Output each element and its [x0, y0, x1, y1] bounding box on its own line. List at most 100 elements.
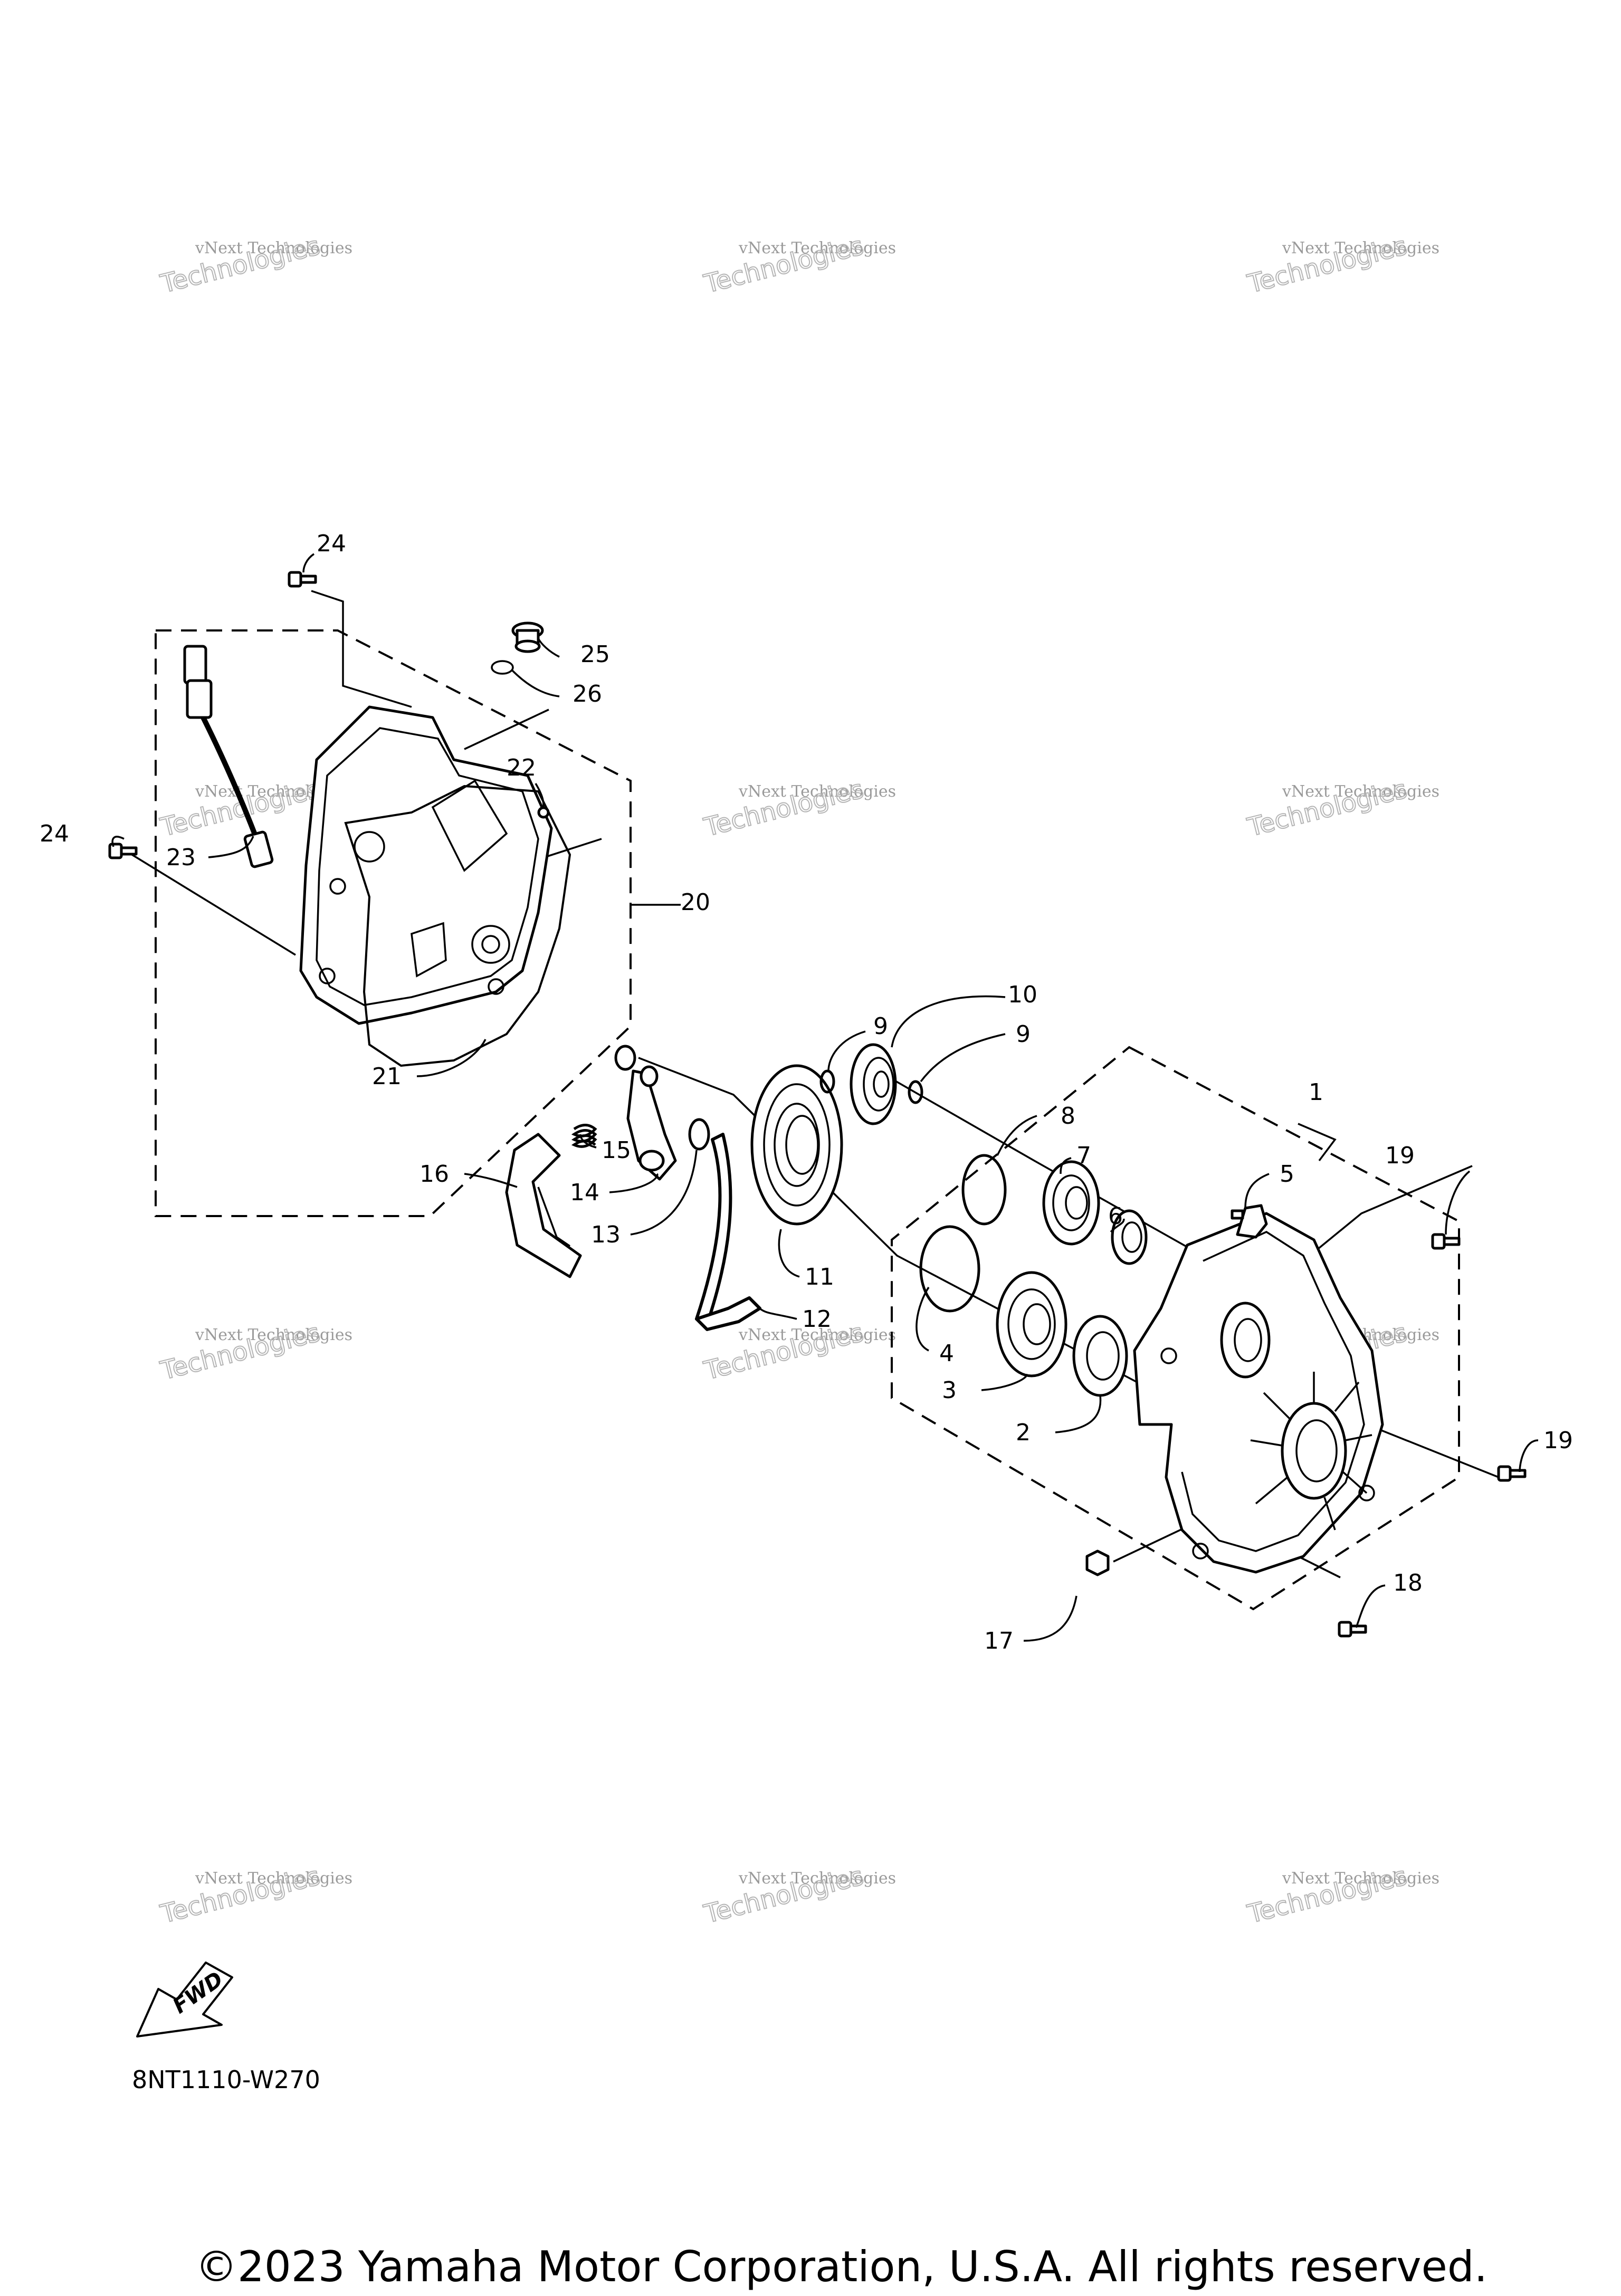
connector: [183, 645, 207, 685]
circlip-9-right: [908, 1080, 923, 1104]
case-fins: [1250, 1372, 1372, 1530]
watermark: vNext Technologies Technologies: [1244, 1861, 1439, 1930]
cover-gasket: [344, 785, 571, 1067]
cover-body: [299, 705, 553, 1025]
watermark: vNext Technologies Technologies: [700, 1861, 896, 1930]
cover-tab: [319, 968, 336, 984]
callout-23: 23: [166, 844, 196, 871]
copyright-notice: ©2023 Yamaha Motor Corporation, U.S.A. A…: [195, 2242, 1488, 2291]
callout-14: 14: [570, 1179, 599, 1206]
callout-11: 11: [805, 1264, 834, 1290]
case-flange: [1181, 1231, 1365, 1552]
connector-body: [186, 679, 213, 719]
callout-9-left: 9: [873, 1013, 888, 1040]
cover-tab: [329, 878, 346, 895]
callout-9-right: 9: [1016, 1021, 1031, 1048]
watermark: vNext Technologies Technologies: [700, 231, 896, 300]
watermark-text: vNext Technologies: [195, 239, 352, 257]
drive-chain-12: [695, 1133, 761, 1331]
cover-tab: [488, 978, 504, 995]
case-assembly-box: [891, 1046, 1460, 1611]
pin-22: [537, 806, 550, 819]
cover-rib: [431, 779, 508, 872]
speed-sensor-wire: [183, 645, 274, 868]
case-bolt-hole: [1192, 1543, 1209, 1560]
diagram-code: 8NT1110-W270: [132, 2065, 320, 2094]
callout-24-top: 24: [317, 530, 346, 557]
breather-fitting-5: [1231, 1204, 1268, 1239]
callout-3: 3: [942, 1377, 957, 1404]
callout-1: 1: [1309, 1079, 1323, 1106]
bolt-18: [1338, 1621, 1367, 1638]
callout-12: 12: [802, 1306, 832, 1333]
case-shaft-boss-inner: [1234, 1318, 1262, 1362]
chain-case-1: [1133, 1212, 1384, 1574]
watermark-text: vNext Technologies: [738, 1869, 896, 1888]
tensioner-pad-16: [505, 1133, 582, 1278]
callout-19-bottom: 19: [1543, 1427, 1573, 1454]
callout-leaders: [111, 553, 1539, 1642]
case-bolt-hole: [1160, 1347, 1177, 1364]
circlip-13: [688, 1118, 710, 1151]
watermark-text: vNext Technologies: [1282, 782, 1439, 801]
circlip-4: [919, 1225, 980, 1313]
watermark-text: vNext Technologies: [1282, 239, 1439, 257]
watermark-text: vNext Technologies: [738, 1326, 896, 1344]
watermark-text: vNext Technologies: [195, 1326, 352, 1344]
sensor-head: [243, 830, 274, 868]
fwd-arrow-icon: FWD: [136, 1962, 233, 2037]
tensioner-arm-14: [614, 1045, 677, 1181]
bolt-19-top: [1431, 1233, 1461, 1250]
watermark: vNext Technologies Technologies: [1244, 774, 1439, 843]
case-shaft-boss: [1220, 1302, 1271, 1379]
callout-24-left: 24: [40, 820, 69, 847]
watermark: vNext Technologies Technologies: [157, 1317, 352, 1386]
callout-17: 17: [984, 1628, 1014, 1654]
callout-10: 10: [1008, 981, 1037, 1008]
bearing-7: [1042, 1160, 1100, 1246]
case-bolt-hole: [1358, 1485, 1375, 1501]
cover-bolt-hole: [471, 925, 510, 964]
cover-assembly-box: [155, 629, 632, 1217]
callout-6: 6: [1108, 1203, 1123, 1230]
cover-gasket-inner: [316, 727, 539, 1006]
oil-seal-2: [1072, 1315, 1128, 1397]
callouts: 1 2 3 4 5 6 7 8 9 9 10 11 12 13 14 15 16…: [40, 530, 1573, 1654]
watermark: vNext Technologies Technologies: [1244, 231, 1439, 300]
sprocket-11: [750, 1064, 843, 1226]
wire-lead: [201, 716, 261, 845]
callout-15: 15: [602, 1137, 631, 1164]
watermark-text: vNext Technologies: [1282, 1869, 1439, 1888]
watermark: vNext Technologies Technologies: [700, 774, 896, 843]
watermark: vNext Technologies Technologies: [157, 231, 352, 300]
watermark: vNext Technologies Technologies: [700, 1317, 896, 1386]
callout-21: 21: [372, 1063, 402, 1090]
case-body: [1133, 1212, 1384, 1574]
nut-17: [1085, 1549, 1110, 1576]
callout-7: 7: [1076, 1142, 1091, 1169]
callout-8: 8: [1061, 1103, 1075, 1130]
case-output-hub-inner: [1295, 1419, 1338, 1482]
bolt-24-left: [108, 843, 138, 859]
callout-5: 5: [1280, 1161, 1294, 1188]
circlip-9-left: [819, 1069, 835, 1094]
callout-16: 16: [419, 1161, 449, 1188]
callout-13: 13: [591, 1221, 621, 1248]
watermark-text: vNext Technologies: [738, 239, 896, 257]
callout-18: 18: [1393, 1570, 1423, 1596]
callout-26: 26: [573, 681, 602, 707]
cover-bolt-hole-inner: [481, 935, 500, 954]
watermark-text: vNext Technologies: [738, 782, 896, 801]
callout-22: 22: [507, 754, 536, 781]
callout-2: 2: [1016, 1419, 1031, 1446]
bearing-3: [996, 1271, 1067, 1377]
callout-4: 4: [939, 1340, 954, 1367]
circlip-8: [961, 1154, 1007, 1226]
bolt-19-bottom: [1497, 1465, 1527, 1482]
cover-boss: [354, 831, 385, 863]
watermark-text: vNext Technologies: [195, 1869, 352, 1888]
chain-case-cover: [299, 705, 553, 1025]
callout-25: 25: [580, 641, 610, 668]
callout-19-top: 19: [1385, 1142, 1415, 1169]
